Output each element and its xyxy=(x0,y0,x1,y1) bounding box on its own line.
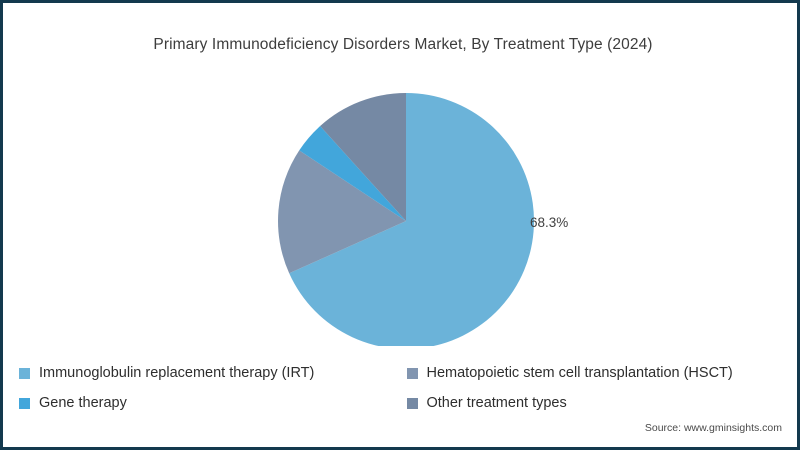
source-attribution: Source: www.gminsights.com xyxy=(644,422,782,434)
legend-color-swatch xyxy=(19,367,30,379)
pie-chart-svg xyxy=(278,93,534,346)
legend-color-swatch xyxy=(406,367,418,379)
legend-item[interactable]: Gene therapy xyxy=(16,388,404,418)
pie-slice[interactable] xyxy=(278,150,406,274)
legend-color-swatch xyxy=(406,397,418,409)
legend-item-label: Gene therapy xyxy=(39,394,127,411)
chart-title: Primary Immunodeficiency Disorders Marke… xyxy=(153,36,653,53)
legend-item-label: Immunoglobulin replacement therapy (IRT) xyxy=(39,364,315,381)
pie-chart-area: 68.3% xyxy=(6,6,797,346)
pie-slice[interactable] xyxy=(299,126,406,221)
legend-color-swatch xyxy=(19,397,30,409)
legend-item[interactable]: Immunoglobulin replacement therapy (IRT) xyxy=(16,358,404,388)
pie-slice-value-label: 68.3% xyxy=(530,215,569,230)
pie-slice-group xyxy=(278,93,534,346)
legend-item[interactable]: Other treatment types xyxy=(404,388,792,418)
chart-legend: Immunoglobulin replacement therapy (IRT)… xyxy=(16,358,791,418)
legend-item[interactable]: Hematopoietic stem cell transplantation … xyxy=(404,358,792,388)
legend-item-label: Hematopoietic stem cell transplantation … xyxy=(426,364,733,381)
chart-canvas: Primary Immunodeficiency Disorders Marke… xyxy=(6,6,794,444)
legend-item-label: Other treatment types xyxy=(426,394,567,411)
pie-slice[interactable] xyxy=(289,93,534,346)
pie-slice[interactable] xyxy=(320,93,406,221)
